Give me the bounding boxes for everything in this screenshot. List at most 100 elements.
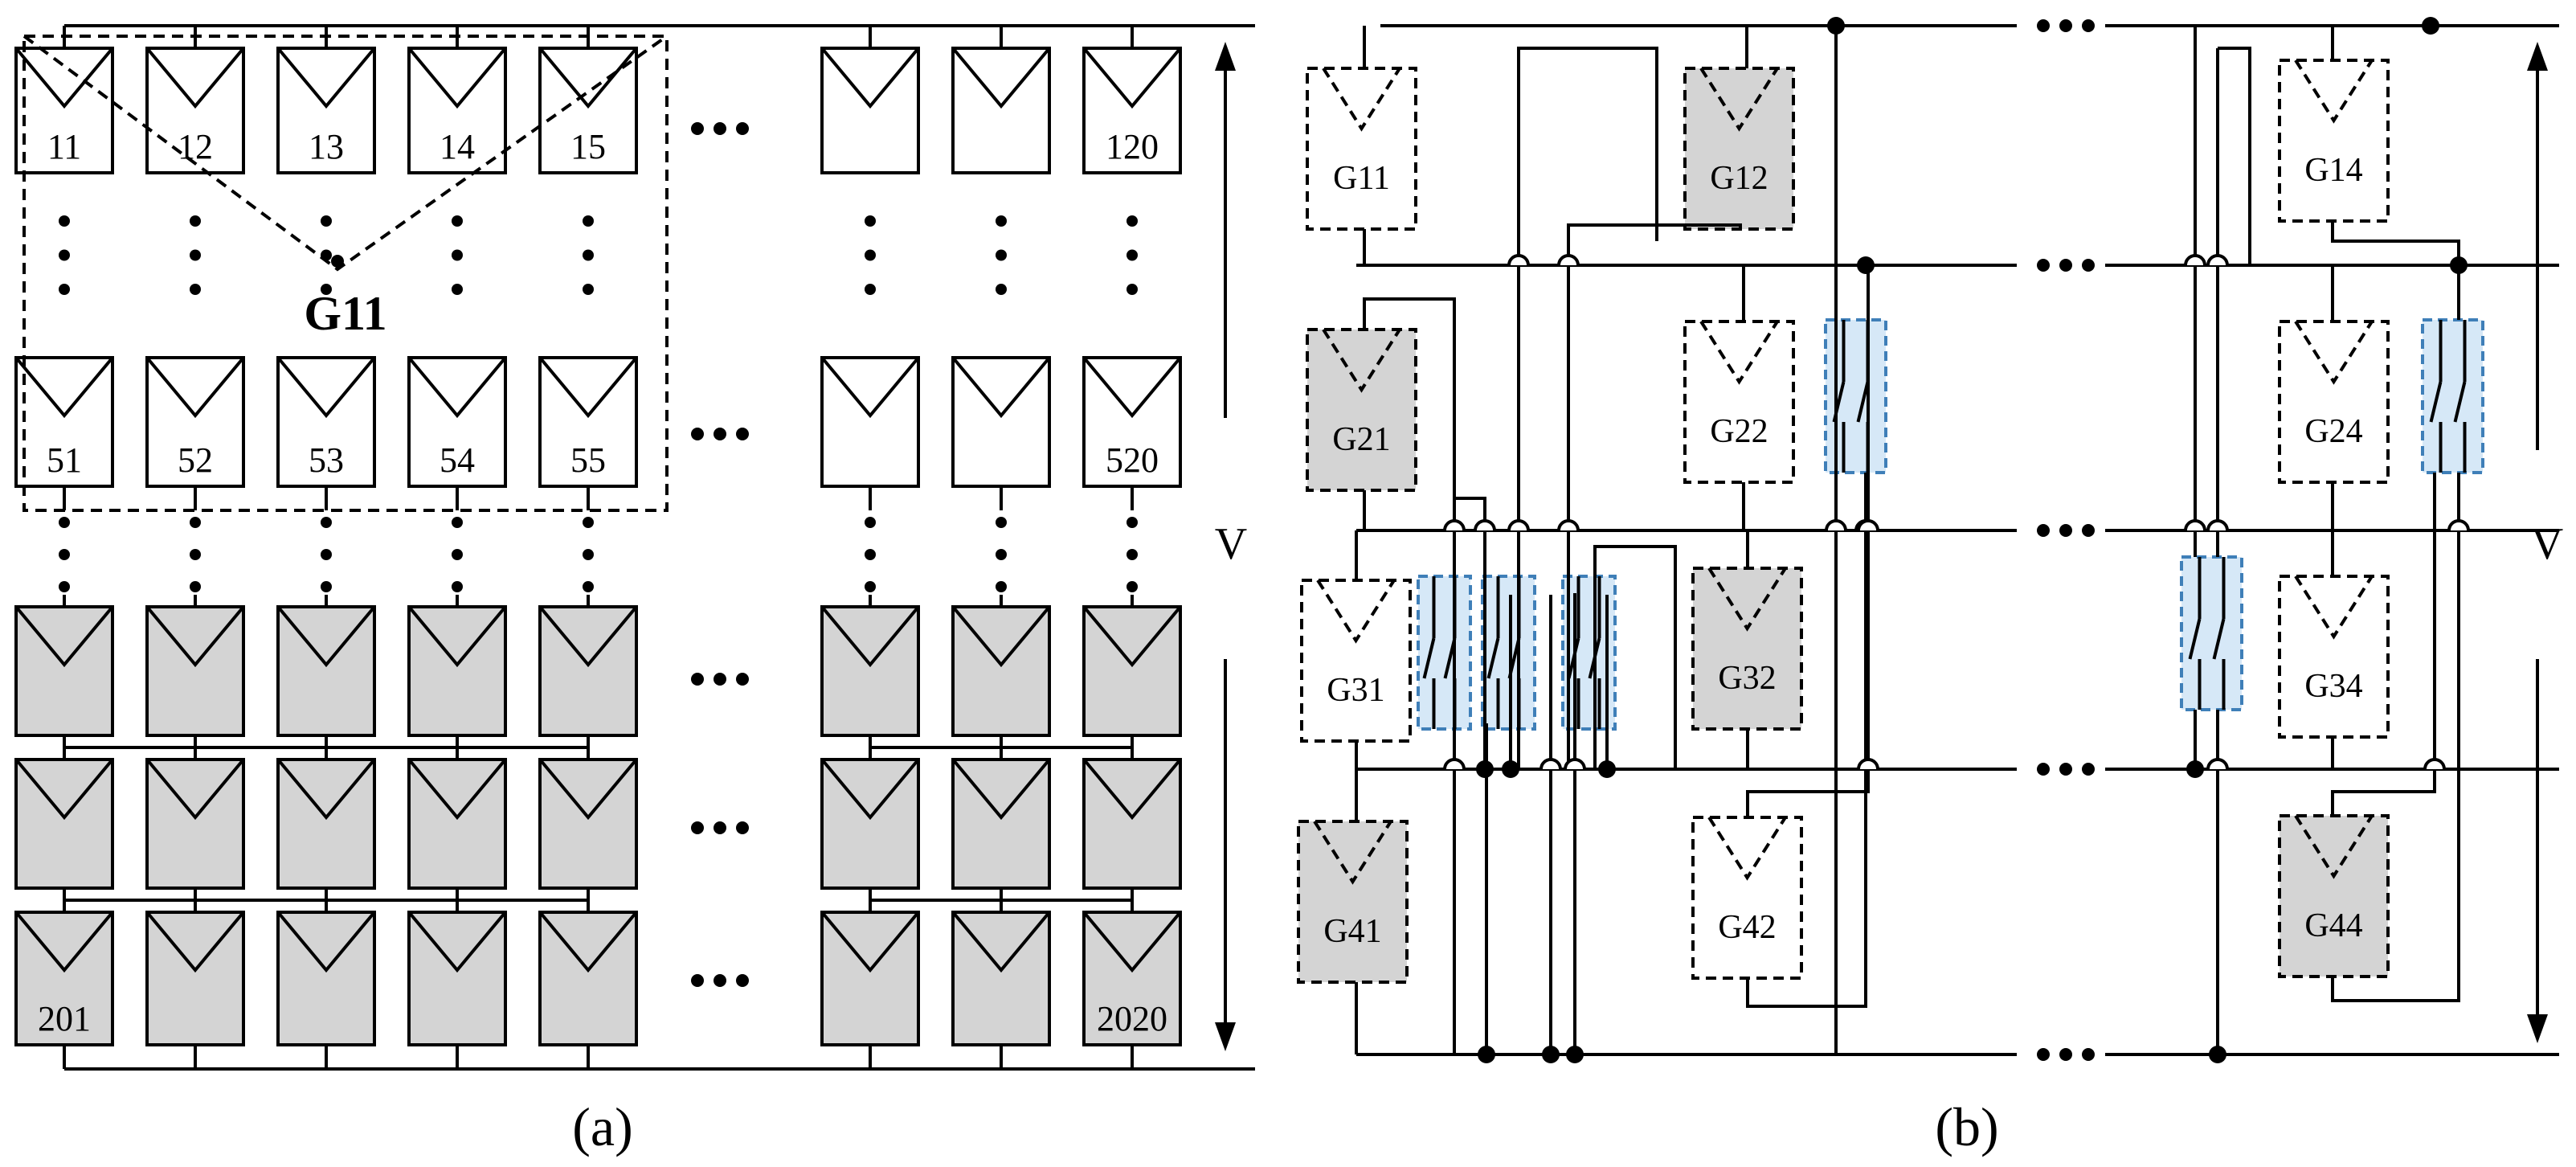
string-gap-dots	[190, 215, 201, 295]
ellipsis-dot	[583, 517, 594, 528]
module-label: 53	[309, 440, 344, 480]
ellipsis-dot	[583, 249, 594, 261]
ellipsis-dot	[452, 517, 463, 528]
wire-crossover	[1557, 519, 1580, 531]
shaded-module	[1082, 605, 1182, 737]
module-label: 14	[440, 127, 475, 166]
diode-triangle	[407, 356, 507, 419]
ellipsis-dot	[714, 821, 726, 834]
shaded-module	[407, 605, 507, 737]
string-gap-dots	[452, 517, 463, 592]
junction-dot	[2209, 1046, 2226, 1063]
diode-triangle	[14, 356, 114, 419]
ellipsis-dot	[2082, 1048, 2095, 1061]
switch-s3-a	[1417, 575, 1472, 731]
g21-return-wire	[1363, 297, 1456, 1054]
group-boundary	[22, 35, 669, 512]
switch-frame	[2180, 555, 2243, 711]
junction-dot	[1476, 760, 1494, 778]
top-module: 120	[1082, 47, 1182, 174]
ellipsis-dot	[59, 549, 70, 560]
ellipsis-dot	[583, 284, 594, 295]
group-label: G42	[1718, 909, 1776, 946]
top-module	[951, 47, 1051, 174]
diode-triangle	[951, 356, 1051, 419]
group-label: G12	[1710, 160, 1768, 197]
switch-blade	[1856, 381, 1870, 423]
diode-triangle	[951, 47, 1051, 109]
junction-dot	[2450, 256, 2468, 274]
ellipsis-dot	[865, 581, 876, 592]
ellipsis-dot	[1126, 249, 1138, 261]
group-g11: G11	[1306, 67, 1417, 231]
ellipsis-dot	[2082, 763, 2095, 776]
group-label: G31	[1327, 672, 1384, 709]
ellipsis-dot	[321, 581, 332, 592]
voltage-label: V	[1215, 519, 1247, 569]
switch-blade	[1486, 637, 1500, 679]
group-diode	[1313, 820, 1392, 885]
wire-crossover	[1825, 519, 1847, 531]
ellipsis-dot	[1126, 284, 1138, 295]
group-frame	[2278, 59, 2390, 223]
ellipsis-dot	[2037, 763, 2050, 776]
ellipsis-dot	[2059, 1048, 2072, 1061]
shaded-module	[14, 758, 114, 890]
group-g12: G12	[1683, 67, 1795, 231]
ellipsis-dot	[2059, 259, 2072, 272]
ellipsis-dot	[190, 284, 201, 295]
ellipsis-dot	[452, 284, 463, 295]
module-frame	[14, 911, 114, 1046]
module-label: 51	[47, 440, 82, 480]
shaded-module	[145, 758, 245, 890]
group-label: G24	[2304, 413, 2362, 450]
ellipsis-dot	[452, 215, 463, 227]
ellipsis-dot	[691, 122, 704, 135]
diode-triangle	[538, 758, 638, 821]
diode-triangle	[145, 356, 245, 419]
diode-triangle	[1082, 356, 1182, 419]
g14-return-wire	[2331, 221, 2460, 320]
wire-crossover	[1539, 758, 1562, 770]
string-gap-dots	[59, 215, 70, 295]
ellipsis-dot	[583, 581, 594, 592]
ellipsis-dot	[691, 428, 704, 440]
group-diode	[1699, 67, 1779, 132]
junction-dot	[1598, 760, 1616, 778]
diode-triangle	[276, 605, 376, 668]
module-label: 11	[47, 127, 81, 166]
column-ellipsis	[691, 428, 749, 440]
wire-crossover	[2184, 519, 2206, 531]
column-ellipsis	[691, 974, 749, 987]
string-gap-dots	[1126, 517, 1138, 592]
top-module: 13	[276, 47, 376, 174]
diode-triangle	[407, 758, 507, 821]
row5-module: 52	[145, 356, 245, 488]
ellipsis-dot	[2082, 19, 2095, 32]
module-label: 2020	[1097, 999, 1167, 1038]
group-g42: G42	[1691, 816, 1803, 980]
wire-crossover	[2206, 758, 2229, 770]
group-diode	[1322, 67, 1401, 132]
ellipsis-dot	[2037, 524, 2050, 537]
switch-blade	[1422, 637, 1436, 679]
ellipsis-dot	[996, 249, 1007, 261]
diode-triangle	[820, 356, 920, 419]
diode-triangle	[538, 356, 638, 419]
string-gap-dots	[996, 517, 1007, 592]
string-gap-dots	[1126, 215, 1138, 295]
diode-triangle	[145, 47, 245, 109]
group-label: G11	[304, 287, 386, 340]
group-frame	[2278, 575, 2390, 739]
diode-triangle	[538, 605, 638, 668]
top-module: 14	[407, 47, 507, 174]
shaded-module	[820, 758, 920, 890]
group-frame	[1683, 320, 1795, 484]
module-frame	[951, 911, 1051, 1046]
internal-wire	[1573, 593, 1576, 1054]
group-g31: G31	[1300, 579, 1412, 743]
group-center-dot	[331, 255, 344, 268]
